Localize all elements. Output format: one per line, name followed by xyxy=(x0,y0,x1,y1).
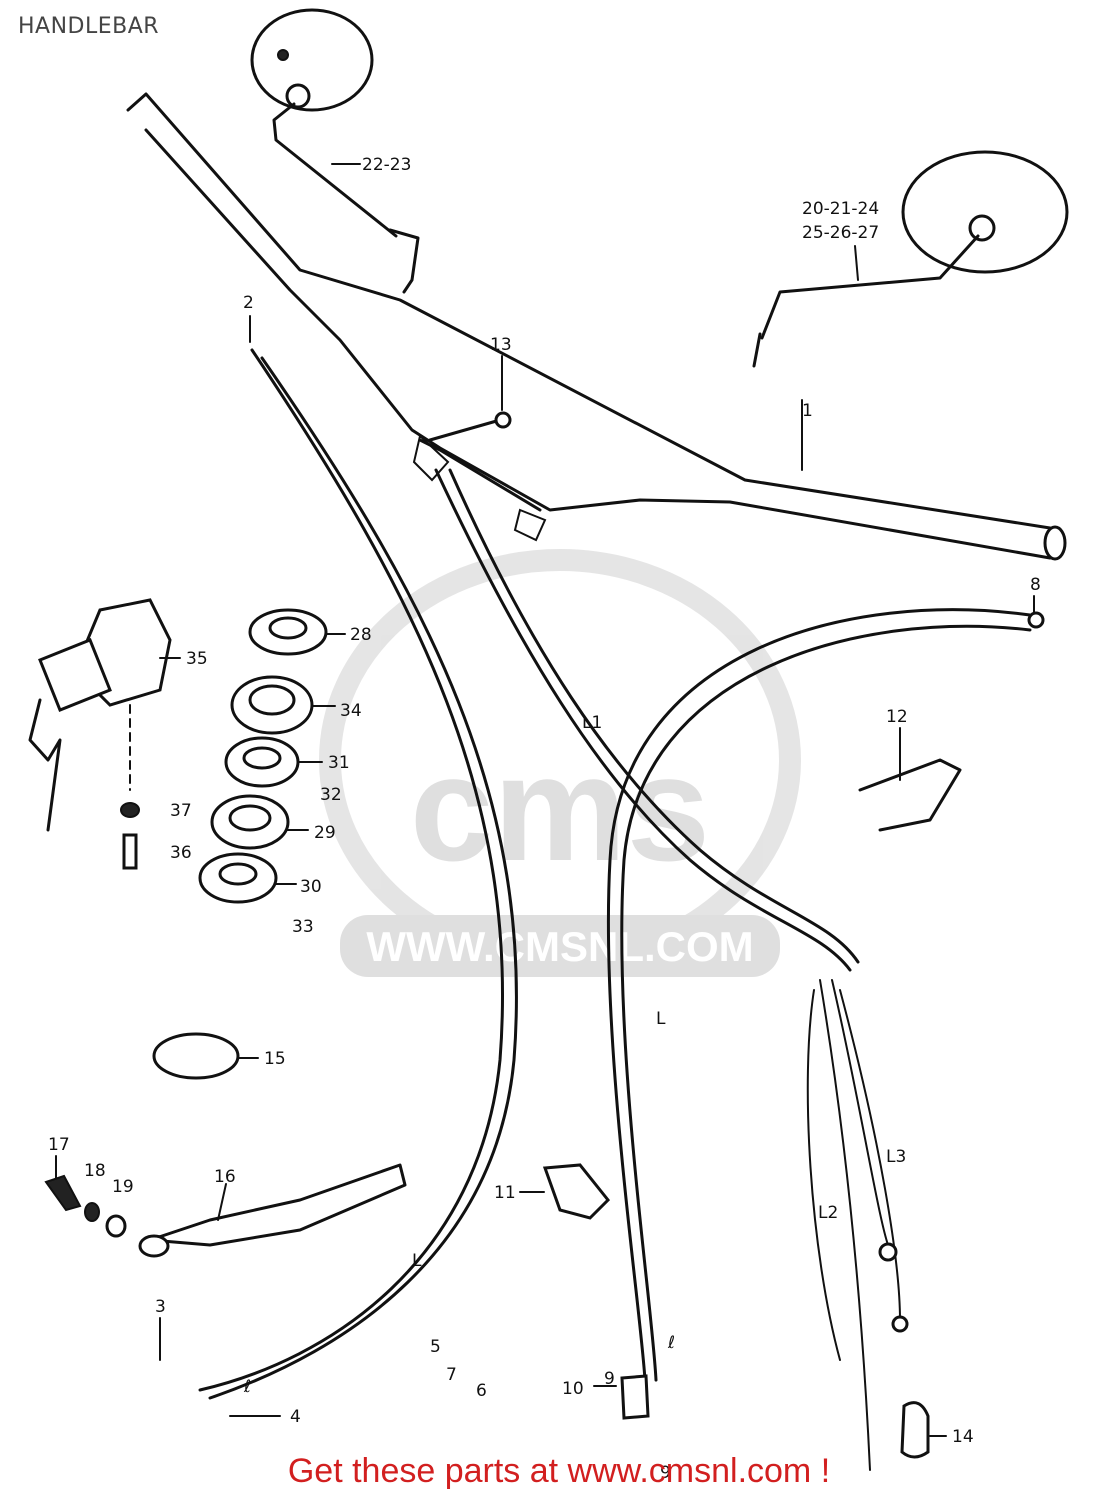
callout-10: 10 xyxy=(562,1379,584,1399)
clamp-12 xyxy=(858,758,962,832)
callout-15: 15 xyxy=(264,1049,286,1069)
right-mirror xyxy=(752,150,1069,368)
handlebar-tube xyxy=(126,92,1067,561)
callout-33: 33 xyxy=(292,917,314,937)
ignition-switch xyxy=(28,598,172,832)
callout-1: 1 xyxy=(802,401,813,421)
callout-5: 5 xyxy=(430,1337,441,1357)
lever-assembly xyxy=(44,1163,407,1258)
callout-30: 30 xyxy=(300,877,322,897)
watermark-brand: cms xyxy=(410,724,710,892)
watermark-url: WWW.CMSNL.COM xyxy=(366,923,753,970)
callout-13: 13 xyxy=(490,335,512,355)
callout-l-right: ℓ xyxy=(667,1333,675,1353)
callout-L-right: L xyxy=(656,1009,666,1029)
cables xyxy=(198,348,1045,1471)
callout-8: 8 xyxy=(1030,575,1041,595)
callout-L1: L1 xyxy=(582,713,602,733)
callout-L-left: L xyxy=(412,1251,422,1271)
o-ring xyxy=(152,1032,240,1080)
adjuster-10 xyxy=(620,1374,650,1420)
footer-link[interactable]: Get these parts at www.cmsnl.com ! xyxy=(287,1452,831,1490)
callout-9b: 9 xyxy=(660,1463,671,1483)
callout-14: 14 xyxy=(952,1427,974,1447)
callout-L3: L3 xyxy=(886,1147,906,1167)
callout-2: 2 xyxy=(243,293,254,313)
callout-3: 3 xyxy=(155,1297,166,1317)
callout-34: 34 xyxy=(340,701,362,721)
callout-18: 18 xyxy=(84,1161,106,1181)
leader-lines xyxy=(55,163,1035,1437)
callout-35: 35 xyxy=(186,649,208,669)
callout-7: 7 xyxy=(446,1365,457,1385)
callout-29: 29 xyxy=(314,823,336,843)
callout-36: 36 xyxy=(170,843,192,863)
callout-20-21-24: 20-21-24 xyxy=(802,199,879,219)
left-mirror xyxy=(250,8,420,294)
steering-lock-parts xyxy=(120,608,328,904)
callout-31: 31 xyxy=(328,753,350,773)
callout-4: 4 xyxy=(290,1407,301,1427)
callout-12: 12 xyxy=(886,707,908,727)
callout-22-23: 22-23 xyxy=(362,155,411,175)
callout-17: 17 xyxy=(48,1135,70,1155)
callout-6: 6 xyxy=(476,1381,487,1401)
callout-9: 9 xyxy=(604,1369,615,1389)
callout-19: 19 xyxy=(112,1177,134,1197)
callout-L2: L2 xyxy=(818,1203,838,1223)
callout-25-26-27: 25-26-27 xyxy=(802,223,879,243)
page-title: HANDLEBAR xyxy=(18,14,160,39)
cap-14 xyxy=(900,1401,930,1459)
callout-28: 28 xyxy=(350,625,372,645)
callout-16: 16 xyxy=(214,1167,236,1187)
callout-labels: 1 2 3 4 5 6 7 8 9 9 10 11 12 13 14 15 16… xyxy=(48,155,1041,1483)
callout-11: 11 xyxy=(494,1183,516,1203)
cable-adjuster-11 xyxy=(542,1163,611,1220)
callout-32: 32 xyxy=(320,785,342,805)
watermark-logo: cms WWW.CMSNL.COM xyxy=(319,549,801,977)
callout-37: 37 xyxy=(170,801,192,821)
callout-l-left: ℓ xyxy=(243,1377,251,1397)
